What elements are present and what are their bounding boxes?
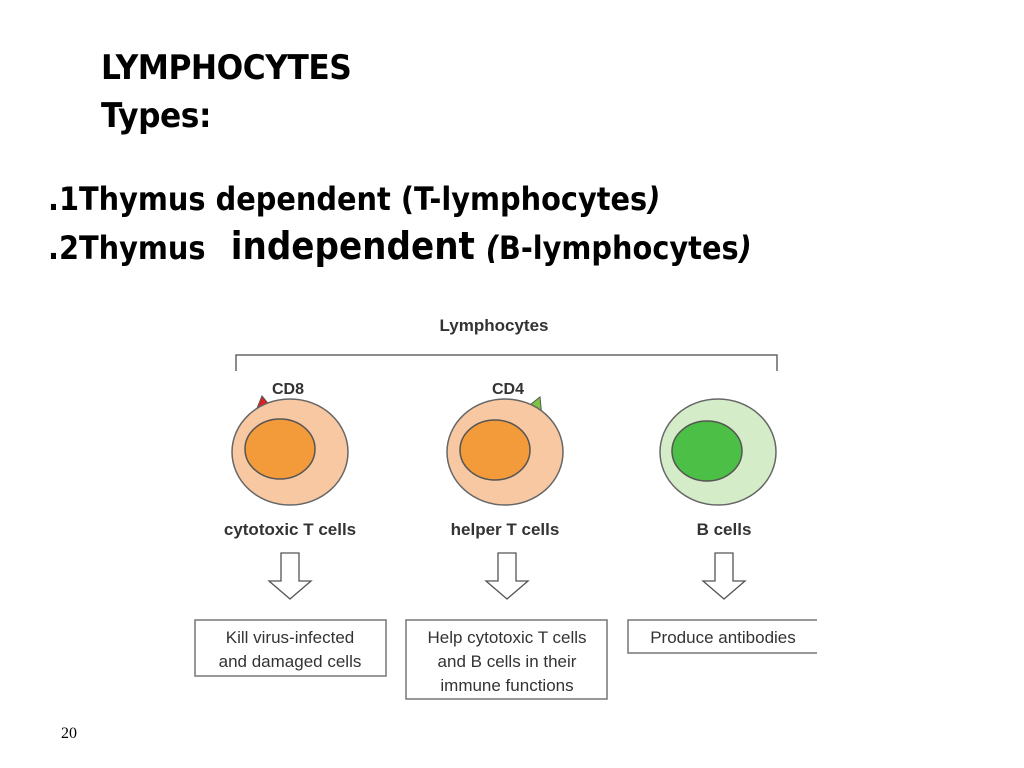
open-paren: ( — [485, 229, 499, 267]
list-text: Thymus dependent (T-lymphocytes — [78, 180, 648, 218]
close-paren: ) — [738, 229, 752, 267]
function-text: Kill virus-infected — [226, 628, 355, 647]
cytotoxic-t-cells-label: cytotoxic T cells — [224, 520, 356, 539]
cell-nucleus — [459, 419, 531, 481]
b-cells-label: B cells — [697, 520, 752, 539]
function-box-b-cell — [627, 619, 817, 654]
close-paren: ) — [647, 180, 661, 218]
cytotoxic-t-cell — [231, 395, 349, 506]
cd4-label: CD4 — [492, 381, 524, 398]
diagram-title: Lymphocytes — [440, 316, 549, 335]
helper-t-cell — [446, 396, 564, 506]
function-text: and B cells in their — [438, 652, 577, 671]
function-text: immune functions — [440, 676, 573, 695]
list-emphasis: independent — [230, 224, 475, 268]
function-box-helper — [405, 619, 608, 700]
list-item-2: .2Thymus independent (B-lymphocytes) — [48, 224, 752, 268]
cd8-label: CD8 — [272, 381, 304, 398]
down-arrow-icon — [267, 552, 313, 600]
function-text: Help cytotoxic T cells — [427, 628, 586, 647]
list-text: B-lymphocytes — [498, 229, 739, 267]
down-arrow-icon — [701, 552, 747, 600]
function-text: Produce antibodies — [650, 628, 796, 647]
down-arrow-icon — [484, 552, 530, 600]
grouping-bracket — [235, 354, 778, 371]
function-box-cytotoxic — [194, 619, 387, 677]
slide-subtitle: Types: — [101, 96, 211, 136]
list-number: .1 — [48, 180, 79, 218]
list-item-1: .1Thymus dependent (T-lymphocytes) — [48, 180, 660, 218]
helper-t-cells-label: helper T cells — [451, 520, 560, 539]
function-text: and damaged cells — [219, 652, 362, 671]
slide-title: LYMPHOCYTES — [101, 48, 352, 88]
page-number: 20 — [61, 725, 77, 742]
cell-nucleus — [244, 418, 316, 480]
list-word: Thymus — [78, 229, 206, 267]
cell-nucleus — [671, 420, 743, 482]
b-cell — [659, 398, 777, 506]
list-number: .2 — [48, 229, 79, 267]
